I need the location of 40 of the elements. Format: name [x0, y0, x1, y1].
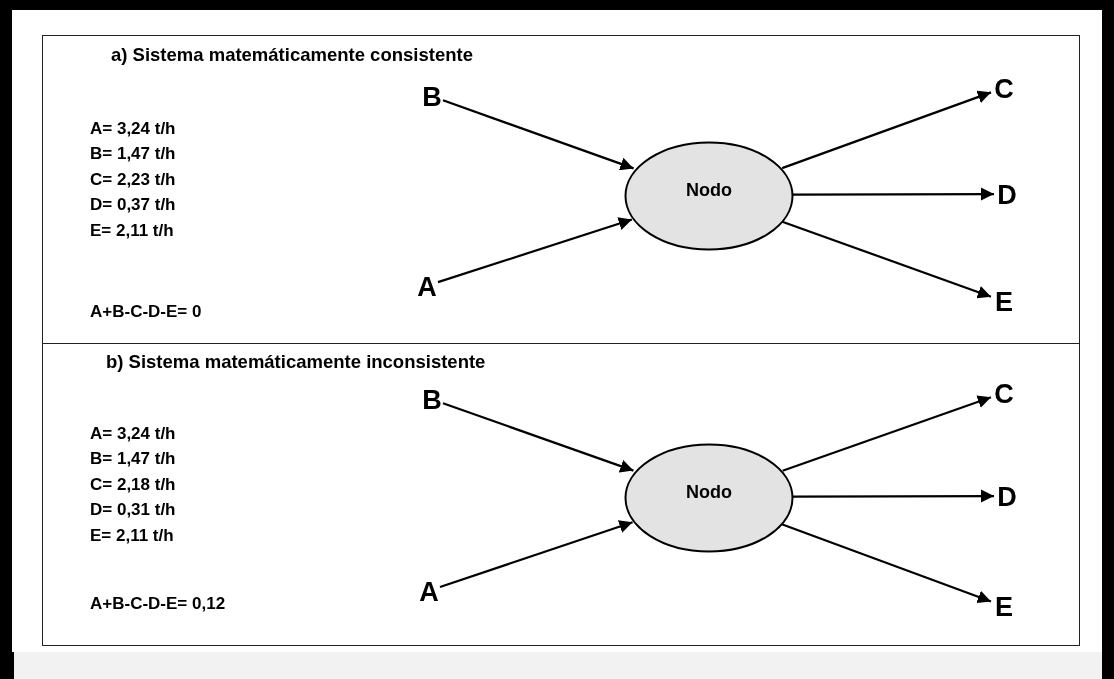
- arrow: [439, 520, 633, 588]
- node-label: Nodo: [686, 179, 732, 201]
- flow-value: D= 0,31 t/h: [90, 500, 176, 520]
- flow-value: C= 2,23 t/h: [90, 170, 176, 190]
- node-ellipse: [624, 443, 794, 553]
- stream-label: D: [989, 177, 1025, 213]
- panel-frame: [42, 35, 1080, 344]
- node-ellipse: [624, 141, 794, 251]
- flow-value: A= 3,24 t/h: [90, 119, 176, 139]
- arrow: [793, 187, 994, 201]
- stream-label: E: [986, 284, 1022, 320]
- stream-label: A: [411, 574, 447, 610]
- node-label: Nodo: [686, 481, 732, 503]
- arrow: [442, 402, 634, 473]
- flow-value: E= 2,11 t/h: [90, 526, 174, 546]
- panel-heading: a) Sistema matemáticamente consistente: [111, 44, 473, 66]
- flow-value: A= 3,24 t/h: [90, 424, 176, 444]
- stream-label: D: [989, 479, 1025, 515]
- stream-label: A: [409, 269, 445, 305]
- flow-value: B= 1,47 t/h: [90, 144, 176, 164]
- stream-label: B: [414, 79, 450, 115]
- arrow: [781, 90, 992, 170]
- arrow: [781, 220, 992, 299]
- flow-value: C= 2,18 t/h: [90, 475, 176, 495]
- balance-equation: A+B-C-D-E= 0: [90, 302, 202, 322]
- panel-frame: [42, 343, 1080, 646]
- stream-label: E: [986, 589, 1022, 625]
- arrow: [442, 99, 634, 171]
- stream-label: C: [986, 376, 1022, 412]
- balance-equation: A+B-C-D-E= 0,12: [90, 594, 226, 614]
- arrow: [437, 217, 633, 284]
- flow-value: D= 0,37 t/h: [90, 195, 176, 215]
- flow-value: E= 2,11 t/h: [90, 221, 174, 241]
- stream-label: C: [986, 71, 1022, 107]
- flow-value: B= 1,47 t/h: [90, 449, 176, 469]
- arrow: [793, 489, 994, 503]
- arrow: [781, 523, 992, 604]
- arrow: [782, 395, 992, 472]
- panel-heading: b) Sistema matemáticamente inconsistente: [106, 351, 486, 373]
- stream-label: B: [414, 382, 450, 418]
